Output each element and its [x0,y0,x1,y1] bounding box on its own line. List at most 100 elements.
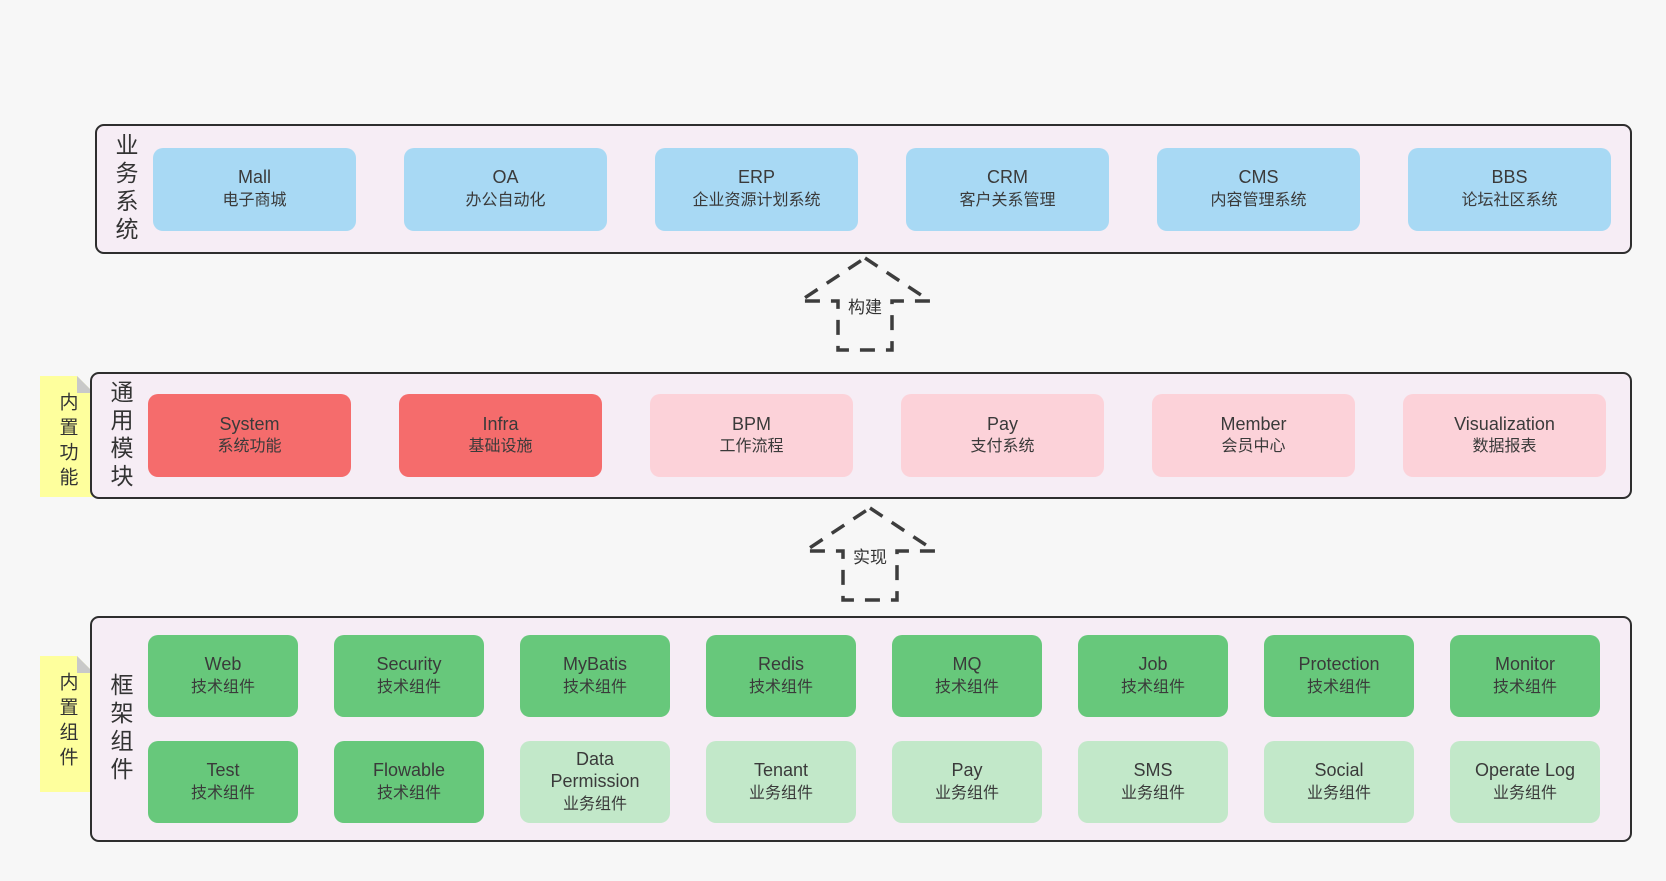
box-title: Pay [986,413,1019,434]
box-title: Social [1314,760,1364,781]
sticky-note-built-in-features: 内置功能 [40,376,94,497]
box-flowable: Flowable 技术组件 [334,741,484,823]
box-web: Web 技术组件 [148,635,298,717]
box-protection: Protection 技术组件 [1264,635,1414,717]
box-title: Monitor [1494,654,1556,675]
box-title: OA [492,167,519,188]
box-title: Job [1138,654,1168,675]
arrow-implement: 实现 [795,504,945,604]
box-subtitle: 会员中心 [1221,438,1286,456]
box-cms: CMS 内容管理系统 [1157,147,1360,231]
box-subtitle: 业务组件 [1120,784,1185,802]
box-title: Redis [757,654,805,675]
arrow-build-label: 构建 [848,298,882,317]
box-title: Visualization [1454,413,1555,434]
box-mall: Mall 电子商城 [153,147,356,231]
box-data-permission: Data Permission 业务组件 [520,741,670,823]
box-subtitle: 业务组件 [562,795,627,813]
layer-label-framework-components: 框架组件 [107,673,133,785]
box-bpm: BPM 工作流程 [650,394,853,477]
box-operate-log: Operate Log 业务组件 [1450,741,1600,823]
box-title: MQ [952,654,982,675]
box-subtitle: 工作流程 [719,438,784,456]
box-subtitle: 技术组件 [1120,678,1185,696]
box-subtitle: 技术组件 [376,678,441,696]
box-title: CRM [987,167,1028,188]
box-crm: CRM 客户关系管理 [906,147,1109,231]
box-title: Web [204,654,242,675]
box-subtitle: 技术组件 [562,678,627,696]
box-subtitle: 技术组件 [376,784,441,802]
module-row: Mall 电子商城 OA 办公自动化 ERP 企业资源计划系统 CRM 客户关系管理 CMS 内容… [153,147,1630,231]
sticky-note-label: 内置组件 [56,672,78,772]
box-monitor: Monitor 技术组件 [1450,635,1600,717]
arrow-implement-label: 实现 [853,548,887,567]
box-title: BPM [731,413,771,434]
box-visualization: Visualization 数据报表 [1403,394,1606,477]
layer-label-common-modules: 通用模块 [107,379,133,492]
layer-label-business-systems: 业务系统 [112,133,138,245]
box-title: SMS [1133,760,1173,781]
box-subtitle: 办公自动化 [465,191,546,209]
box-title: Operate Log [1474,760,1576,781]
box-title: MyBatis [562,654,627,675]
box-title: Member [1220,413,1287,434]
box-subtitle: 业务组件 [1492,784,1557,802]
box-pay: Pay 支付系统 [901,394,1104,477]
box-subtitle: 技术组件 [748,678,813,696]
box-redis: Redis 技术组件 [706,635,856,717]
box-social: Social 业务组件 [1264,741,1414,823]
box-sms: SMS 业务组件 [1078,741,1228,823]
box-title: Tenant [753,760,809,781]
sticky-note-built-in-components: 内置组件 [40,656,94,792]
box-member: Member 会员中心 [1152,394,1355,477]
box-job: Job 技术组件 [1078,635,1228,717]
box-erp: ERP 企业资源计划系统 [655,147,858,231]
box-subtitle: 业务组件 [1306,784,1371,802]
box-subtitle: 电子商城 [222,191,287,209]
box-mq: MQ 技术组件 [892,635,1042,717]
box-subtitle: 内容管理系统 [1210,191,1307,209]
box-infra: Infra 基础设施 [399,394,602,477]
box-title: Infra [482,413,519,434]
arrow-build: 构建 [790,254,940,354]
box-subtitle: 企业资源计划系统 [692,191,821,209]
box-title: BBS [1491,167,1528,188]
box-oa: OA 办公自动化 [404,147,607,231]
layer-business-systems: 业务系统 Mall 电子商城 OA 办公自动化 ERP 企业资源计划系统 CRM 客户关系管理… [95,124,1632,254]
box-subtitle: 数据报表 [1472,438,1537,456]
box-subtitle: 业务组件 [934,784,999,802]
box-title: Data Permission [550,748,640,792]
box-subtitle: 系统功能 [217,438,282,456]
box-subtitle: 基础设施 [468,438,533,456]
box-security: Security 技术组件 [334,635,484,717]
box-subtitle: 支付系统 [970,438,1035,456]
box-subtitle: 技术组件 [1306,678,1371,696]
box-subtitle: 客户关系管理 [959,191,1056,209]
box-subtitle: 技术组件 [190,678,255,696]
box-mybatis: MyBatis 技术组件 [520,635,670,717]
box-title: Mall [237,167,271,188]
box-title: CMS [1238,167,1279,188]
box-title: Test [206,760,240,781]
box-subtitle: 技术组件 [1492,678,1557,696]
box-subtitle: 技术组件 [934,678,999,696]
sticky-note-label: 内置功能 [56,392,78,492]
box-title: Security [376,654,442,675]
dashed-up-arrow-icon [794,255,936,352]
box-title: Protection [1298,654,1380,675]
box-title: Flowable [372,760,446,781]
box-title: ERP [737,167,775,188]
